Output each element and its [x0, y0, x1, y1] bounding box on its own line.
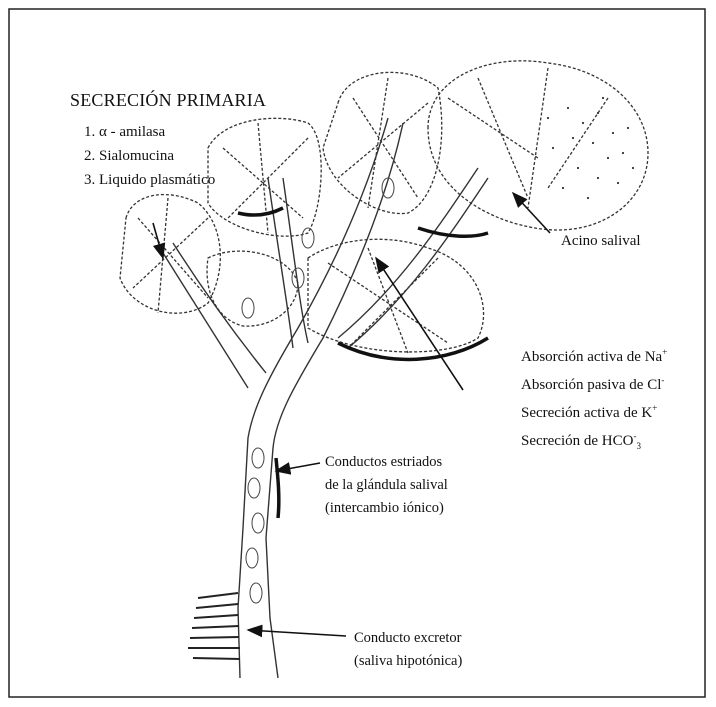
main-duct-left-wall: [238, 118, 388, 678]
conductos-estriados-label: Conductos estriados de la glándula saliv…: [325, 451, 448, 520]
conducto-excretor-label: Conducto excretor (saliva hipotónica): [354, 627, 462, 673]
hco3-secretion: Secreción de HCO-3: [521, 425, 667, 458]
arrow-excretor: [248, 630, 346, 636]
secrecion-items: 1. α - amilasa 2. Sialomucina 3. Liquido…: [84, 120, 215, 192]
na-absorption: Absorción activa de Na+: [521, 341, 667, 369]
striated-base: [188, 593, 240, 659]
secrecion-primaria-title: SECRECIÓN PRIMARIA: [70, 90, 266, 111]
duct-cells: [242, 178, 394, 603]
secrecion-item: 2. Sialomucina: [84, 144, 215, 168]
branch-left: [163, 253, 248, 388]
acinus-right: [428, 61, 648, 230]
arrow-secrecion: [153, 223, 163, 258]
k-secretion: Secreción activa de K+: [521, 397, 667, 425]
secrecion-item: 3. Liquido plasmático: [84, 168, 215, 192]
branch-middle: [268, 178, 293, 348]
acinus-stipple: [547, 97, 634, 199]
secrecion-item: 1. α - amilasa: [84, 120, 215, 144]
branch-right: [338, 168, 478, 338]
cl-absorption: Absorción pasiva de Cl-: [521, 369, 667, 397]
arrow-conductos: [276, 463, 320, 471]
acinus-lower-right: [308, 239, 484, 352]
acino-salival-label: Acino salival: [561, 233, 641, 250]
figure-frame: SECRECIÓN PRIMARIA 1. α - amilasa 2. Sia…: [8, 8, 706, 698]
ion-transport-list: Absorción activa de Na+ Absorción pasiva…: [521, 341, 667, 458]
acinus-middle: [208, 118, 321, 236]
arrow-ion-transport: [376, 258, 463, 390]
